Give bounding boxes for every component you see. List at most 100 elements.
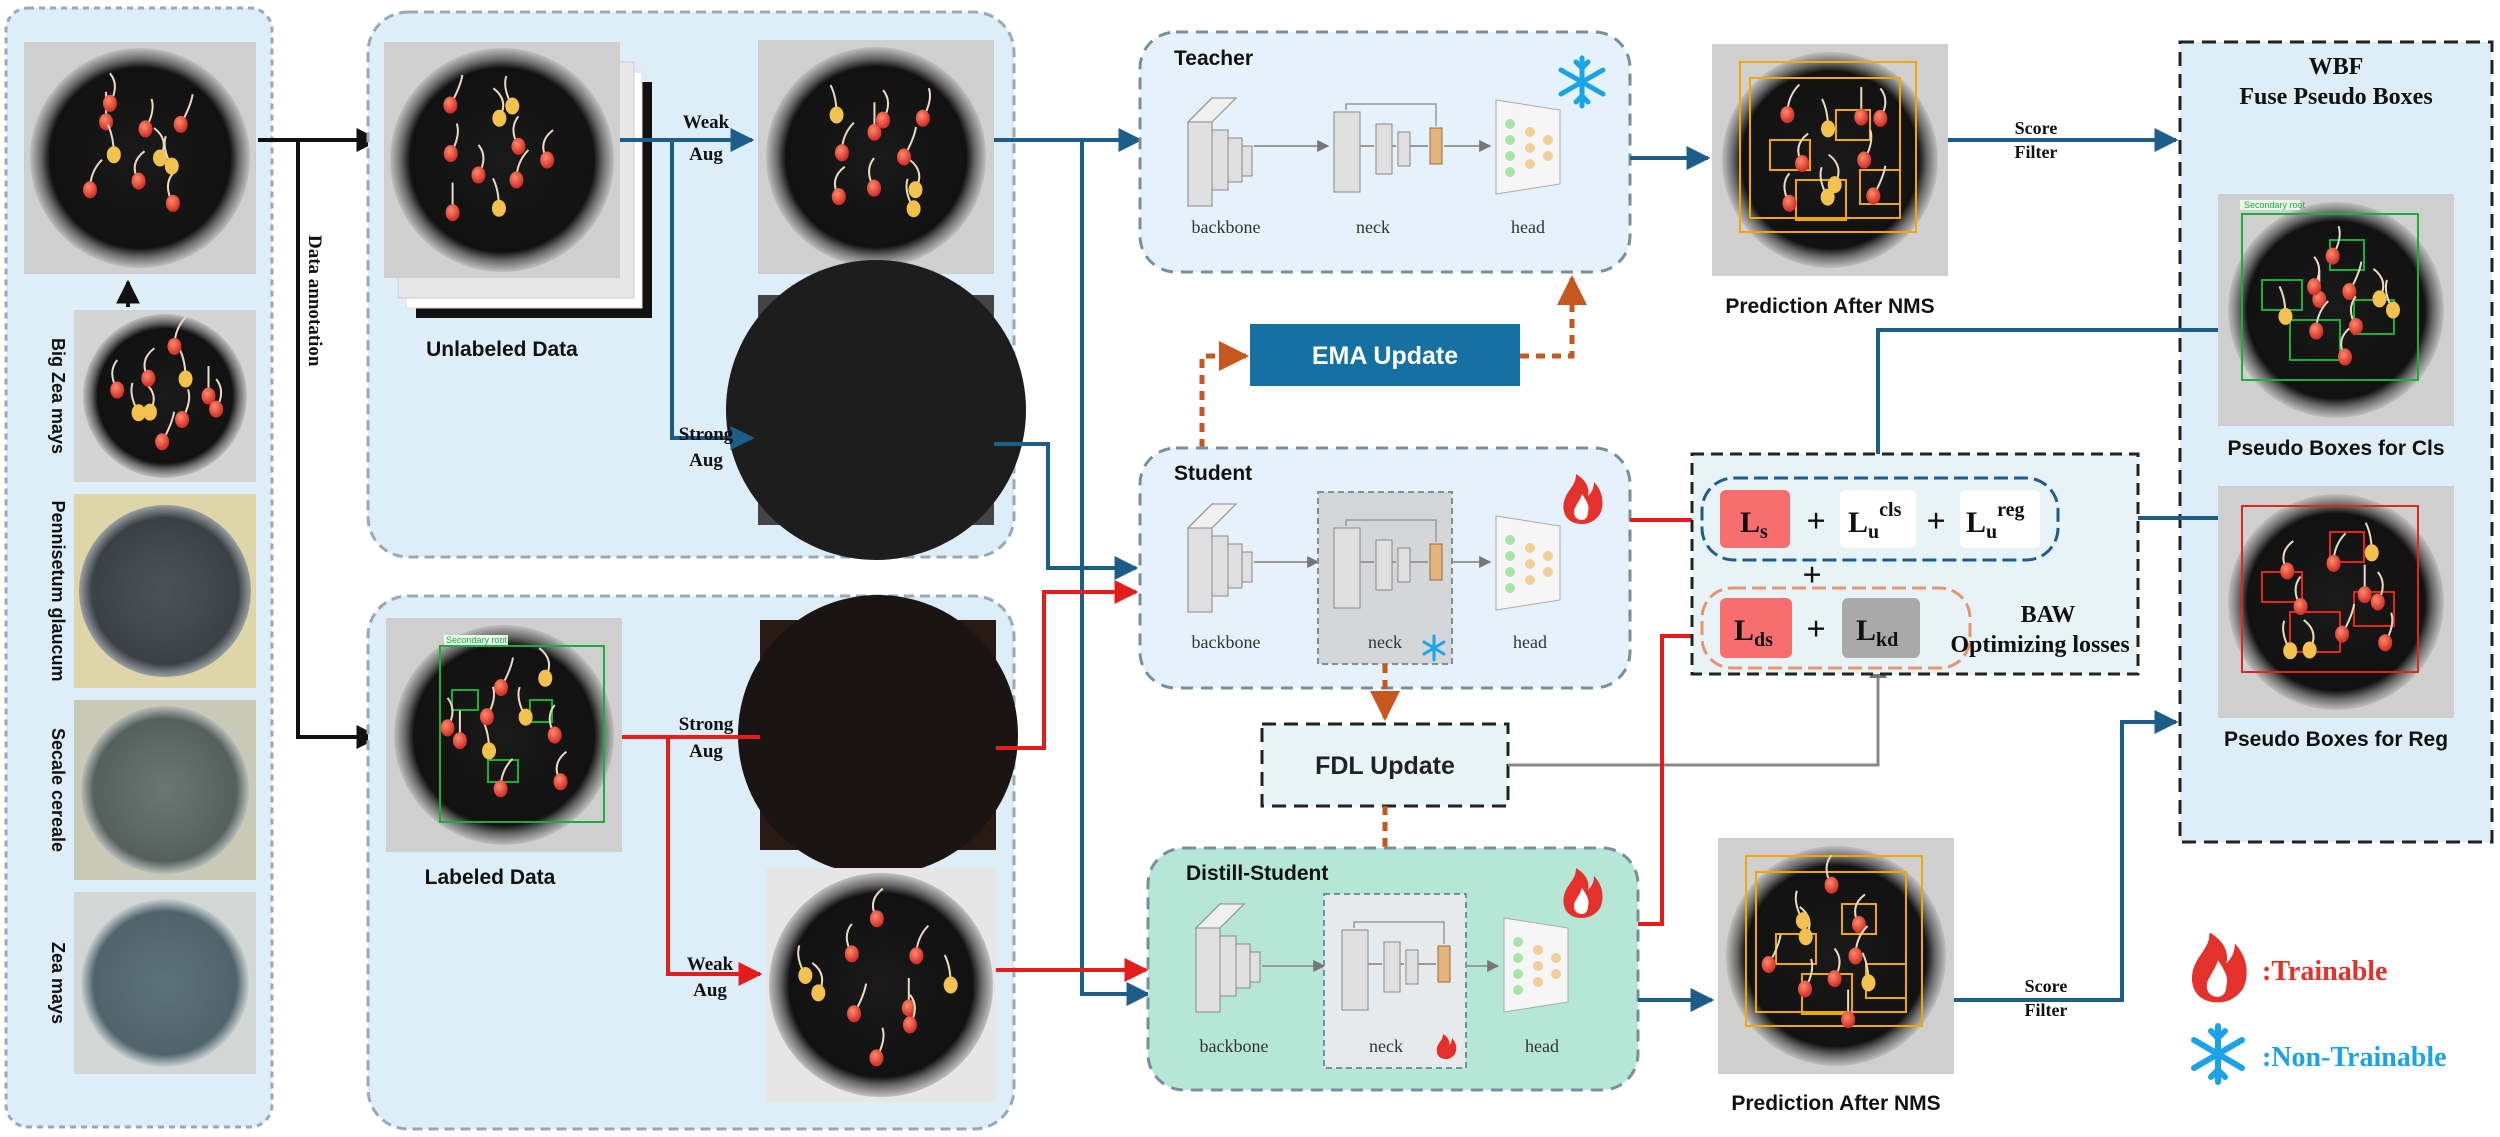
seed-cluster bbox=[2280, 522, 2394, 660]
thumb-zea-mays bbox=[74, 892, 256, 1074]
seed-cluster bbox=[440, 647, 568, 798]
student-head-block bbox=[1495, 515, 1561, 611]
legend-trainable: :Trainable bbox=[2262, 956, 2387, 987]
ema-update-label: EMA Update bbox=[1312, 342, 1458, 370]
wbf-title-line1: WBF bbox=[2309, 54, 2364, 80]
seed-cluster bbox=[443, 74, 555, 222]
loss-lkd: Lkd bbox=[1856, 614, 1898, 651]
legend-non-trainable: :Non-Trainable bbox=[2262, 1042, 2447, 1073]
teacher-head-label: head bbox=[1511, 217, 1545, 237]
fdl-update-label: FDL Update bbox=[1315, 752, 1455, 780]
pred-bottom-filter-line1: Score bbox=[2025, 976, 2068, 996]
distill-to-loss-arrow bbox=[1638, 624, 1719, 926]
labeled-strong-aug-line2: Aug bbox=[689, 741, 723, 762]
neck-snowflake-icon bbox=[1422, 634, 1446, 662]
pseudo-reg-caption: Pseudo Boxes for Reg bbox=[2224, 728, 2448, 751]
fdl-to-lkd-arrow bbox=[1508, 660, 1887, 767]
seed-cluster bbox=[1761, 854, 1876, 1029]
baw-line2: Optimizing losses bbox=[1950, 632, 2129, 658]
legend: :Trainable :Non-Trainable bbox=[2191, 932, 2447, 1085]
neck-fire-icon bbox=[1436, 1034, 1457, 1059]
wbf-annot-text: Secondary root bbox=[2244, 200, 2306, 210]
loss-lu-cls-box bbox=[1840, 490, 1916, 548]
pseudo-cls-to-loss-arrow bbox=[1866, 328, 2218, 483]
student-neck-blocks bbox=[1333, 519, 1443, 609]
pred-top-filter-line1: Score bbox=[2015, 118, 2058, 138]
teacher-neck-label: neck bbox=[1356, 217, 1390, 237]
thumb-pennisetum-glaucum bbox=[74, 494, 256, 688]
prediction-bottom: Prediction After NMS bbox=[1718, 838, 1954, 1115]
species-label-1: Pennisetum glaucum bbox=[48, 500, 68, 681]
pred-bottom-caption: Prediction After NMS bbox=[1731, 1092, 1940, 1115]
wbf-panel: WBF Fuse Pseudo Boxes Secondary root Pse… bbox=[2178, 40, 2494, 844]
pred-top-filter-line2: Filter bbox=[2015, 142, 2058, 162]
center-flow-arrows bbox=[994, 128, 1151, 1006]
unlabeled-caption: Unlabeled Data bbox=[426, 338, 578, 361]
distill-backbone-label: backbone bbox=[1200, 1036, 1269, 1056]
ema-to-teacher-arrow bbox=[1520, 275, 1587, 359]
ema-update-box: EMA Update bbox=[1250, 324, 1520, 386]
distill-head-block bbox=[1503, 917, 1569, 1013]
unlabeled-weak-aug-line1: Weak bbox=[683, 112, 730, 133]
distill-backbone-blocks bbox=[1194, 902, 1261, 1013]
student-network: Student backbone neck bbox=[1138, 446, 1632, 690]
plus-1: + bbox=[1806, 503, 1825, 540]
data-annotation-label: Data annotation bbox=[304, 235, 325, 367]
seed-cluster bbox=[1780, 83, 1888, 212]
loss-lds: Lds bbox=[1734, 614, 1773, 651]
species-label-0: Big Zea mays bbox=[48, 338, 68, 454]
teacher-backbone-label: backbone bbox=[1192, 217, 1261, 237]
labeled-weak-aug-line1: Weak bbox=[687, 954, 734, 975]
thumb-secale-cereale bbox=[74, 700, 256, 880]
seed-cluster bbox=[829, 84, 931, 218]
labeled-annot-text: Secondary root bbox=[446, 635, 508, 645]
loss-lu-reg: Lureg bbox=[1966, 499, 2025, 543]
unlabeled-strong-aug-line1: Strong bbox=[679, 424, 734, 445]
plus-3: + bbox=[1802, 557, 1821, 594]
seed-cluster bbox=[110, 315, 224, 451]
seed-cluster bbox=[83, 72, 194, 212]
distill-head-label: head bbox=[1525, 1036, 1559, 1056]
loss-ls-box bbox=[1720, 490, 1790, 548]
wbf-title-line2: Fuse Pseudo Boxes bbox=[2239, 84, 2432, 110]
top-dataset-image bbox=[24, 42, 256, 274]
pseudo-cls-caption: Pseudo Boxes for Cls bbox=[2227, 437, 2444, 460]
student-neck-label: neck bbox=[1368, 632, 1402, 652]
labeled-data-group: Secondary root Labeled Data Strong Aug W… bbox=[366, 594, 1018, 1131]
plus-2: + bbox=[1926, 503, 1945, 540]
distill-student-network: Distill-Student backbone neck bbox=[1146, 846, 1640, 1092]
labeled-strong-aug-line1: Strong bbox=[679, 714, 734, 735]
unlabeled-strong-aug-line2: Aug bbox=[689, 450, 723, 471]
unlabeled-weak-aug-line2: Aug bbox=[689, 144, 723, 165]
distill-neck-label: neck bbox=[1369, 1036, 1403, 1056]
pred-bottom-to-wbf-arrow bbox=[1954, 710, 2179, 1002]
fire-icon bbox=[1563, 474, 1603, 524]
split-arrows bbox=[258, 128, 381, 749]
thumb-big-zea-mays bbox=[74, 310, 256, 482]
legend-fire-icon bbox=[2191, 932, 2247, 1003]
fire-icon bbox=[1563, 868, 1603, 918]
fdl-update-box: FDL Update bbox=[1260, 722, 1510, 808]
seed-cluster bbox=[2278, 225, 2400, 366]
plus-4: + bbox=[1806, 611, 1825, 648]
loss-ls: Ls bbox=[1740, 506, 1768, 543]
unlabeled-data-group: Unlabeled Data Weak Aug Strong Aug bbox=[366, 10, 1026, 560]
student-backbone-label: backbone bbox=[1192, 632, 1261, 652]
species-label-2: Secale cereale bbox=[48, 728, 68, 852]
pred-bottom-filter-line2: Filter bbox=[2025, 1000, 2068, 1020]
left-dataset-panel: Big Zea mays Pennisetum glaucum Secale c… bbox=[4, 6, 274, 1129]
loss-panel: Ls + Lucls + Lureg + Lds + Lkd BAW Optim… bbox=[1690, 452, 2140, 676]
species-label-3: Zea mays bbox=[48, 942, 68, 1024]
distill-title: Distill-Student bbox=[1186, 862, 1328, 885]
loss-lds-box bbox=[1720, 598, 1792, 658]
baw-line1: BAW bbox=[2021, 602, 2076, 628]
labeled-weak-aug-line2: Aug bbox=[693, 980, 727, 1001]
legend-snowflake-icon bbox=[2191, 1023, 2245, 1085]
teacher-head-block bbox=[1495, 99, 1561, 195]
teacher-title: Teacher bbox=[1174, 47, 1253, 70]
student-backbone-blocks bbox=[1186, 502, 1253, 613]
seed-cluster bbox=[797, 887, 958, 1067]
loss-lu-cls: Lucls bbox=[1848, 499, 1902, 543]
labeled-caption: Labeled Data bbox=[425, 866, 556, 889]
